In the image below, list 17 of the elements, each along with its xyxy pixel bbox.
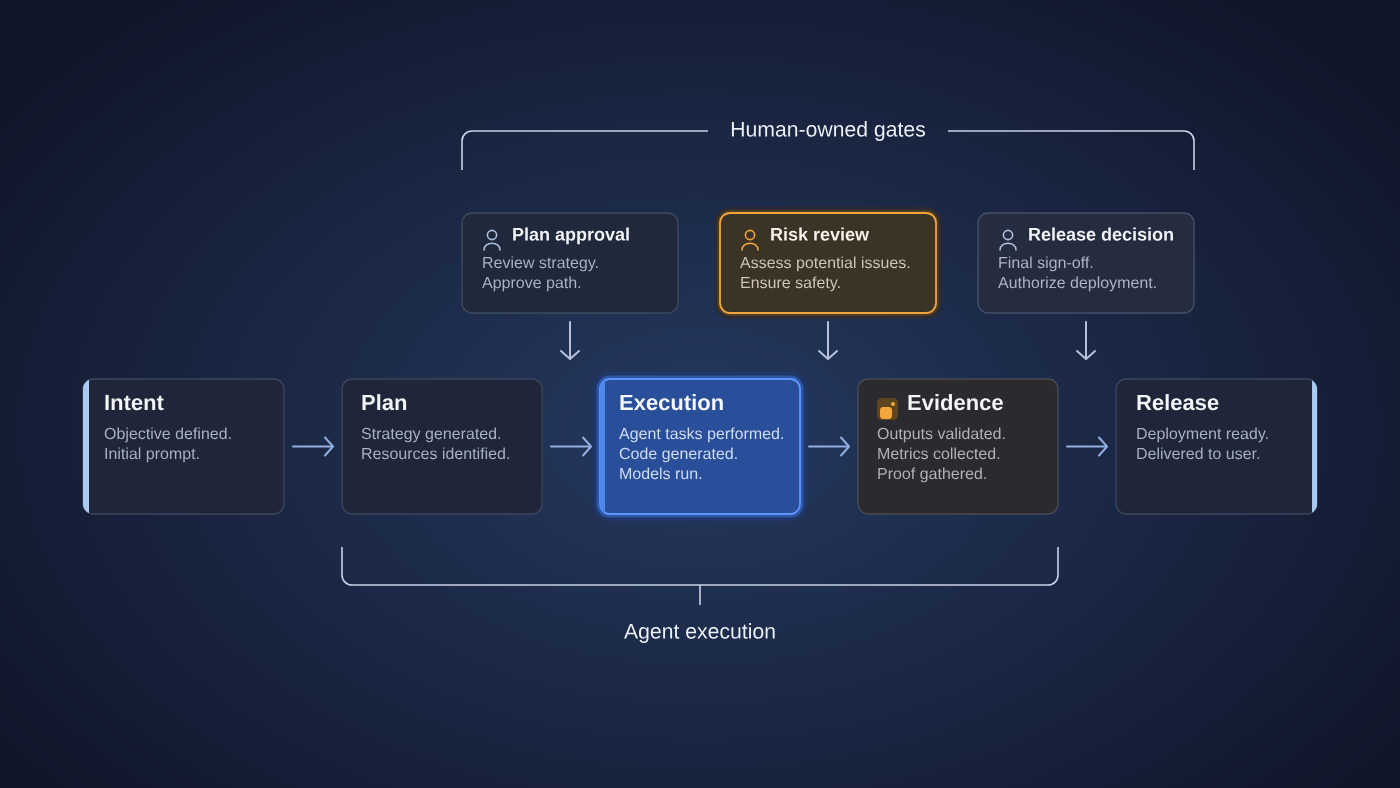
gate-card: Release decision Final sign-off. Authorize deployment.	[977, 212, 1195, 314]
arrow	[560, 321, 580, 360]
step-card: Release Deployment ready. Delivered to user.	[1115, 378, 1318, 515]
step-card: Evidence Outputs validated. Metrics collected. Proof gathered.	[857, 378, 1059, 515]
bracket-label: Agent execution	[624, 623, 775, 643]
arrow	[1076, 321, 1096, 360]
bracket-label: Human-owned gates	[731, 121, 925, 141]
arrow	[550, 436, 592, 457]
arrow	[818, 321, 838, 360]
gate-card: Plan approval Review strategy. Approve path.	[461, 212, 679, 314]
step-card: Execution Agent tasks performed. Code generated. Models run.	[593, 372, 807, 521]
arrow	[1066, 436, 1108, 457]
step-card: Intent Objective defined. Initial prompt.	[82, 378, 285, 515]
step-card: Plan Strategy generated. Resources identified.	[341, 378, 543, 515]
gate-card: Risk review Assess potential issues. Ensure safety.	[714, 207, 942, 319]
arrow	[292, 436, 334, 457]
arrow	[808, 436, 850, 457]
